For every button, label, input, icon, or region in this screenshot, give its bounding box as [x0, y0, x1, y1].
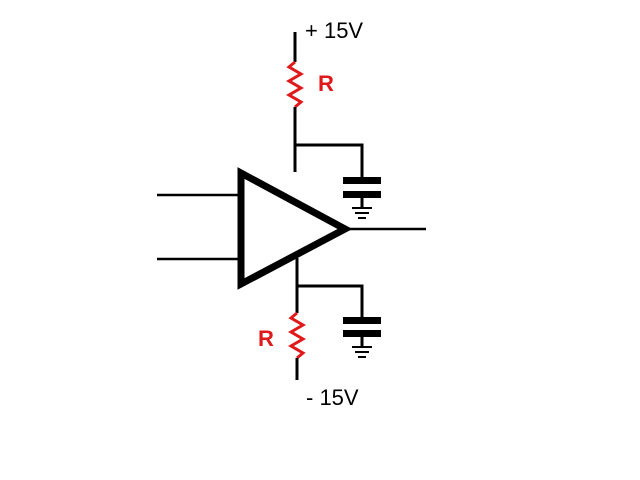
top-resistor-label: R	[318, 71, 334, 96]
negative-supply-label: - 15V	[306, 385, 359, 410]
bottom-capacitor-wire	[297, 284, 364, 318]
bottom-resistor-symbol	[288, 311, 306, 360]
positive-supply-label: + 15V	[305, 18, 364, 43]
bottom-capacitor-plate-lower	[343, 330, 381, 337]
bottom-ground-icon	[352, 346, 372, 358]
top-ground-icon	[352, 207, 372, 219]
top-capacitor-plate-upper	[343, 177, 381, 184]
bottom-resistor-label: R	[258, 326, 274, 351]
top-resistor-symbol	[286, 60, 304, 109]
top-capacitor-plate-lower	[343, 191, 381, 198]
bottom-capacitor-plate-upper	[343, 317, 381, 324]
top-capacitor-wire	[295, 143, 364, 178]
op-amp-triangle-icon	[237, 167, 353, 290]
